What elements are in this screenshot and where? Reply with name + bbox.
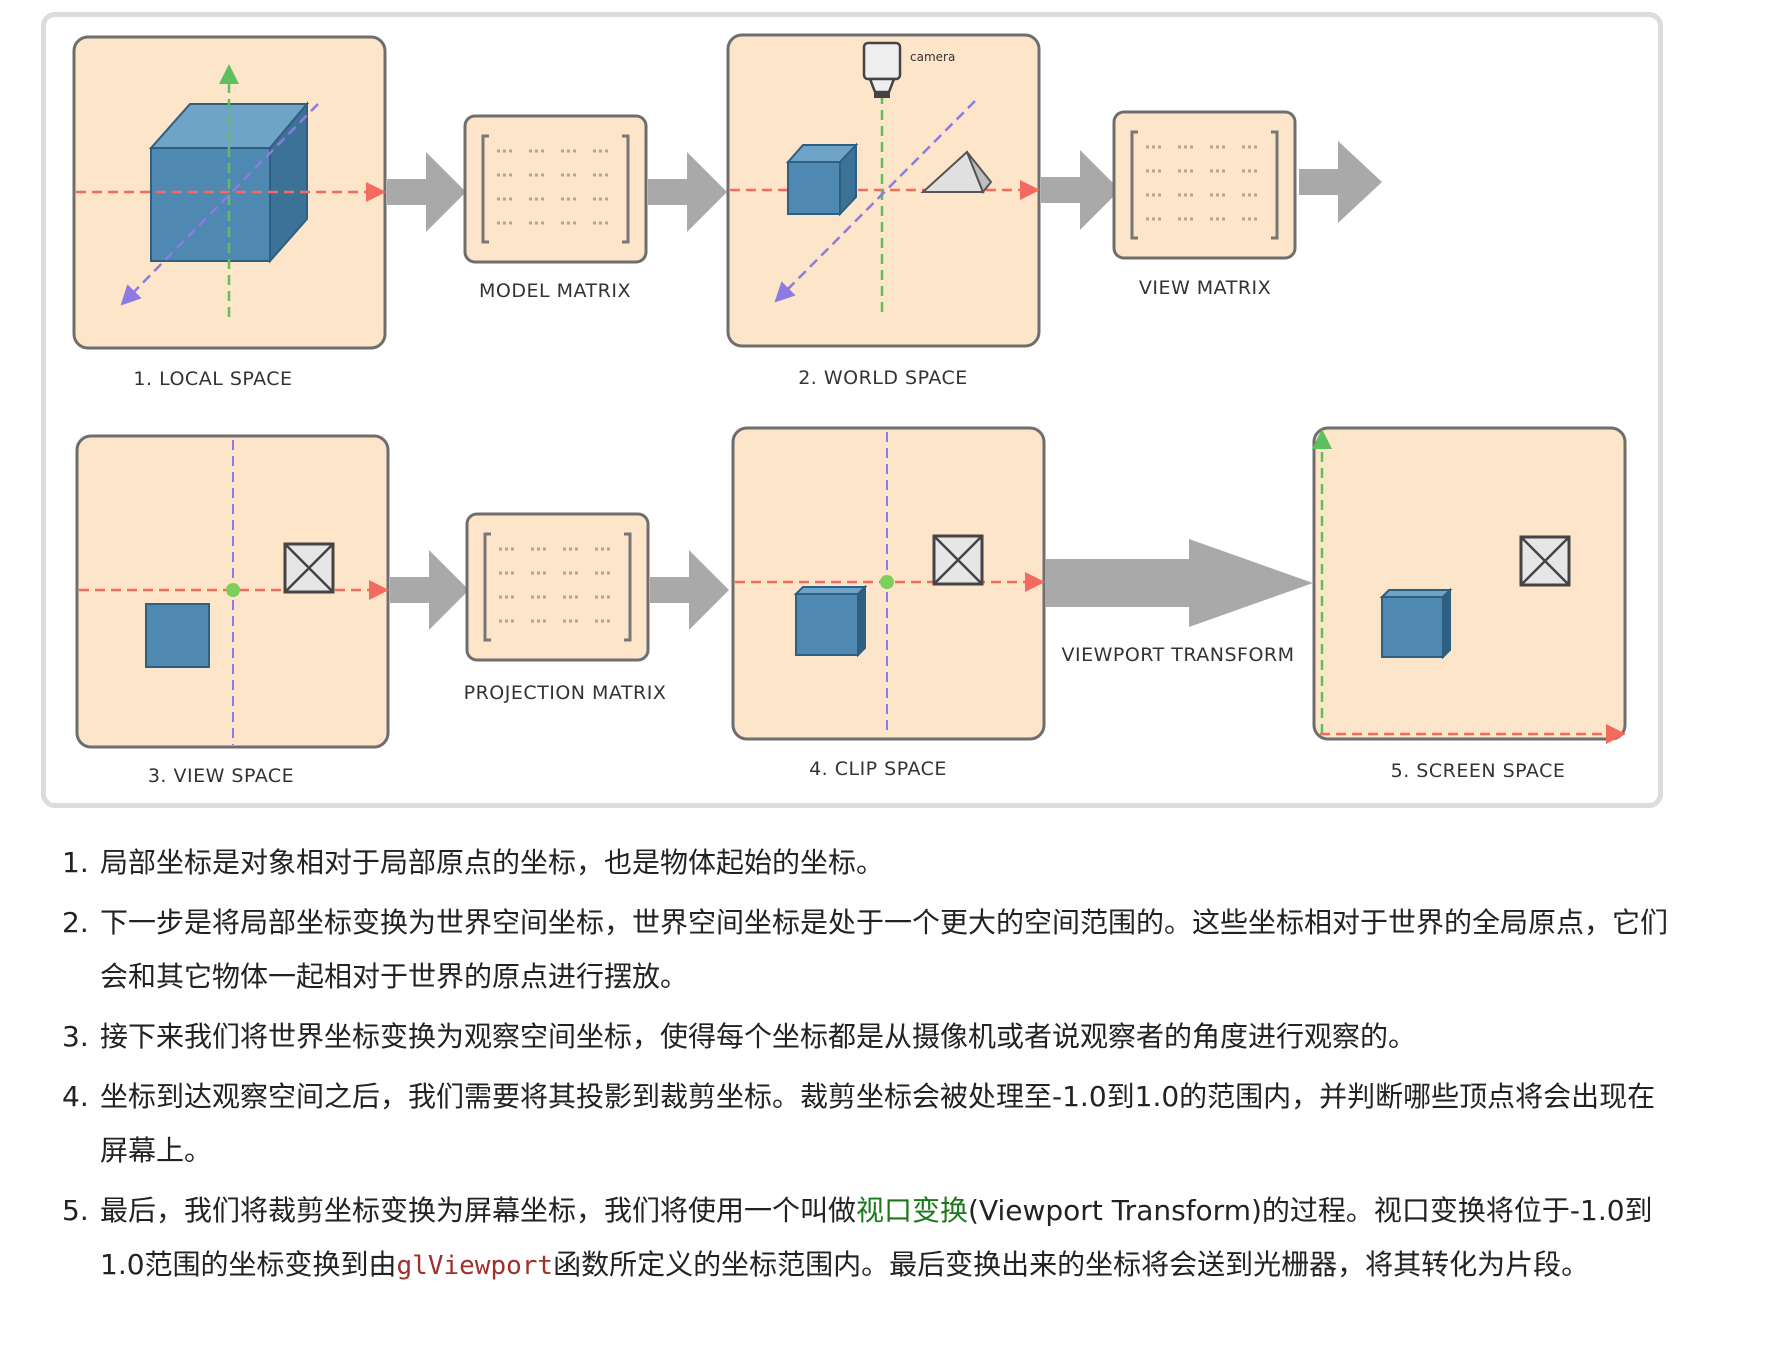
- arrow-right-icon: [648, 152, 727, 232]
- label-view-space: 3. VIEW SPACE: [148, 765, 294, 787]
- list-item: 2. 下一步是将局部坐标变换为世界空间坐标，世界空间坐标是处于一个更大的空间范围…: [62, 896, 1682, 1004]
- step-text: 最后，我们将裁剪坐标变换为屏幕坐标，我们将使用一个叫做: [100, 1194, 857, 1227]
- list-item: 1. 局部坐标是对象相对于局部原点的坐标，也是物体起始的坐标。: [62, 836, 1682, 890]
- step-text: 函数所定义的坐标范围内。最后变换出来的坐标将会送到光栅器，将其转化为片段。: [553, 1248, 1590, 1281]
- clip-space-panel: [731, 426, 1046, 741]
- crossed-box-icon: [932, 534, 984, 586]
- label-model-matrix: MODEL MATRIX: [479, 280, 631, 302]
- label-world-space: 2. WORLD SPACE: [798, 367, 968, 389]
- arrow-right-icon: [650, 550, 729, 630]
- list-item: 4. 坐标到达观察空间之后，我们需要将其投影到裁剪坐标。裁剪坐标会被处理至-1.…: [62, 1070, 1682, 1178]
- list-item: 3. 接下来我们将世界坐标变换为观察空间坐标，使得每个坐标都是从摄像机或者说观察…: [62, 1010, 1682, 1064]
- cube-icon: [1379, 587, 1453, 660]
- view-space-panel: [75, 434, 390, 749]
- viewport-transform-arrow: [1045, 539, 1313, 627]
- cube-icon: [793, 584, 868, 658]
- list-number: 1.: [62, 846, 89, 879]
- pyramid-icon: [920, 150, 993, 194]
- step-text: (Viewport Transform)的过程。视口变换将位于-1.0到1.0范…: [100, 1194, 1653, 1281]
- projection-matrix: [465, 512, 650, 662]
- arrow-right-icon: [1299, 141, 1382, 223]
- step-text: 接下来我们将世界坐标变换为观察空间坐标，使得每个坐标都是从摄像机或者说观察者的角…: [100, 1020, 1417, 1053]
- steps-list: 1. 局部坐标是对象相对于局部原点的坐标，也是物体起始的坐标。 2. 下一步是将…: [62, 836, 1682, 1299]
- view-matrix: [1112, 110, 1297, 260]
- model-matrix: [463, 114, 648, 264]
- local-space-panel: [72, 35, 387, 350]
- glviewport-code: glViewport: [396, 1251, 554, 1281]
- step-text: 坐标到达观察空间之后，我们需要将其投影到裁剪坐标。裁剪坐标会被处理至-1.0到1…: [100, 1080, 1656, 1167]
- list-number: 4.: [62, 1080, 89, 1113]
- list-item: 5. 最后，我们将裁剪坐标变换为屏幕坐标，我们将使用一个叫做视口变换(Viewpo…: [62, 1184, 1682, 1293]
- arrow-right-icon: [1041, 150, 1120, 230]
- label-view-matrix: VIEW MATRIX: [1139, 277, 1271, 299]
- list-number: 5.: [62, 1194, 89, 1227]
- world-space-panel: camera: [726, 33, 1041, 348]
- cube-icon: [145, 603, 210, 668]
- label-clip-space: 4. CLIP SPACE: [809, 758, 947, 780]
- label-projection-matrix: PROJECTION MATRIX: [464, 682, 667, 704]
- label-screen-space: 5. SCREEN SPACE: [1391, 760, 1566, 782]
- camera-icon: [862, 41, 902, 98]
- cube-icon: [785, 142, 859, 217]
- coordinate-pipeline-diagram: 1. LOCAL SPACE MODEL MATRIX: [72, 33, 1627, 787]
- label-camera: camera: [910, 50, 955, 64]
- step-text: 局部坐标是对象相对于局部原点的坐标，也是物体起始的坐标。: [100, 846, 885, 879]
- list-number: 3.: [62, 1020, 89, 1053]
- label-local-space: 1. LOCAL SPACE: [133, 368, 292, 390]
- list-number: 2.: [62, 906, 89, 939]
- step-text: 下一步是将局部坐标变换为世界空间坐标，世界空间坐标是处于一个更大的空间范围的。这…: [100, 906, 1669, 993]
- viewport-transform-link[interactable]: 视口变换: [856, 1194, 969, 1227]
- crossed-box-icon: [283, 542, 335, 594]
- label-viewport-transform: VIEWPORT TRANSFORM: [1061, 644, 1294, 666]
- arrow-right-icon: [390, 550, 469, 630]
- screen-space-panel: [1312, 426, 1627, 744]
- crossed-box-icon: [1519, 535, 1571, 587]
- arrow-right-icon: [387, 152, 466, 232]
